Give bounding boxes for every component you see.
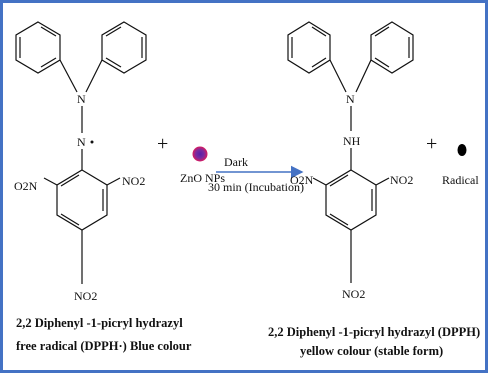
- plus-sign-2: +: [426, 133, 437, 155]
- reactant-structure: N N O2N NO2 NO2 2,2 Diphenyl -1-picryl h…: [14, 21, 192, 353]
- product-no2-right: NO2: [390, 173, 413, 187]
- product-caption-line1: 2,2 Diphenyl -1-picryl hydrazyl (DPPH): [268, 325, 480, 339]
- radical-dot-icon: [457, 144, 467, 156]
- arrow-bottom-label: 30 min (Incubation): [208, 180, 304, 194]
- reactant-n-bottom: N: [77, 135, 86, 149]
- reactant-no2-left: O2N: [14, 179, 38, 193]
- product-caption-line2: yellow colour (stable form): [300, 344, 443, 358]
- product-phenyl-left: [287, 21, 331, 74]
- product-phenyl-right: [370, 21, 414, 74]
- reactant-phenyl-left: [15, 21, 61, 74]
- product-no2-bottom: NO2: [342, 287, 365, 301]
- product-n-top: N: [346, 92, 355, 106]
- reactant-picryl-ring: [56, 169, 108, 231]
- product-picryl-ring: [325, 169, 377, 231]
- reactant-caption-line2: free radical (DPPH·) Blue colour: [16, 339, 192, 353]
- product-no2-left: O2N: [290, 173, 314, 187]
- reactant-no2-right: NO2: [122, 174, 145, 188]
- zno-nanoparticle-icon: [192, 146, 208, 162]
- product-nh: NH: [343, 134, 361, 148]
- plus-sign-1: +: [157, 133, 168, 155]
- radical-label: Radical: [442, 173, 479, 187]
- reactant-radical-dot: [90, 140, 94, 144]
- reactant-n-top: N: [77, 92, 86, 106]
- arrow-top-label: Dark: [224, 155, 248, 169]
- reactant-no2-bottom: NO2: [74, 289, 97, 303]
- reactant-caption-line1: 2,2 Diphenyl -1-picryl hydrazyl: [16, 316, 183, 330]
- reactant-phenyl-right: [101, 21, 147, 74]
- product-structure: N NH O2N NO2 NO2: [287, 21, 414, 301]
- zno-label: ZnO NPs: [180, 171, 225, 185]
